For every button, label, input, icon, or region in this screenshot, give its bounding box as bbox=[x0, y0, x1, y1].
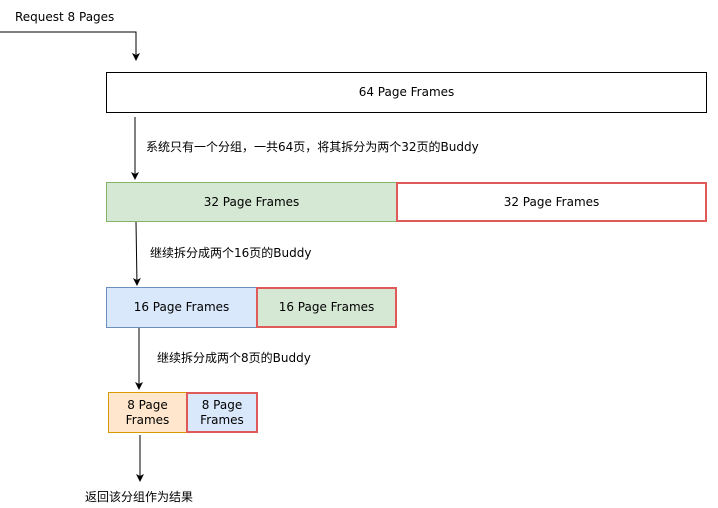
frames-16-right-label: 16 Page Frames bbox=[278, 300, 375, 314]
frames-32-left-block: 32 Page Frames bbox=[106, 182, 397, 222]
frames-16-left-label: 16 Page Frames bbox=[133, 300, 230, 314]
request-arrow bbox=[0, 31, 140, 61]
frames-8-left-label: 8 Page Frames bbox=[125, 397, 170, 427]
frames-8-left-block: 8 Page Frames bbox=[108, 392, 187, 433]
frames-8-right-block: 8 Page Frames bbox=[186, 392, 258, 433]
frames-16-left-block: 16 Page Frames bbox=[106, 287, 257, 328]
frames-64-block: 64 Page Frames bbox=[106, 72, 707, 113]
split-step-3-text: 继续拆分成两个8页的Buddy bbox=[157, 351, 311, 365]
frames-64-label: 64 Page Frames bbox=[358, 85, 455, 99]
result-text: 返回该分组作为结果 bbox=[85, 490, 194, 504]
frames-16-right-block: 16 Page Frames bbox=[256, 287, 397, 328]
request-label: Request 8 Pages bbox=[15, 10, 115, 24]
frames-32-left-label: 32 Page Frames bbox=[203, 194, 300, 209]
frames-32-right-label: 32 Page Frames bbox=[503, 194, 600, 209]
split-arrow-2 bbox=[132, 221, 141, 286]
split-step-2-text: 继续拆分成两个16页的Buddy bbox=[150, 246, 312, 260]
frames-32-right-block: 32 Page Frames bbox=[396, 182, 707, 222]
split-step-1-text: 系统只有一个分组，一共64页，将其拆分为两个32页的Buddy bbox=[146, 140, 479, 154]
frames-8-right-label: 8 Page Frames bbox=[200, 397, 244, 427]
